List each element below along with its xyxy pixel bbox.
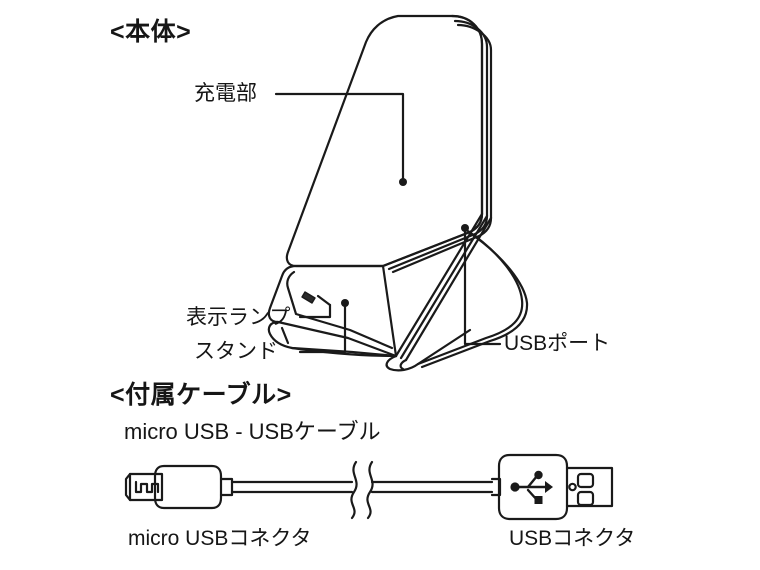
usb-trident-icon	[510, 470, 553, 504]
cable-break-symbol	[350, 460, 374, 520]
included-cable-heading: <付属ケーブル>	[110, 381, 292, 409]
callout-stand: スタンド	[194, 340, 278, 363]
charging-panel-edge	[381, 14, 493, 274]
charging-panel-front	[285, 14, 484, 268]
leader-stand	[298, 299, 349, 354]
callout-indicator-lamp: 表示ランプ	[186, 306, 291, 329]
usb-a-plug	[490, 453, 614, 521]
charging-panel-back-edge	[394, 212, 493, 362]
micro-usb-plug	[124, 464, 234, 510]
leader-indicator-lamp	[298, 294, 332, 319]
callout-charging-area: 充電部	[194, 82, 257, 105]
main-unit-heading: <本体>	[110, 18, 192, 46]
leader-charging-area	[274, 92, 407, 186]
cable-body	[230, 480, 494, 494]
label-micro-usb-connector: micro USBコネクタ	[128, 527, 312, 550]
indicator-lamp-shape	[301, 291, 316, 304]
callout-usb-port: USBポート	[504, 332, 611, 355]
cable-caption: micro USB - USBケーブル	[124, 419, 381, 444]
support-leg	[416, 227, 529, 369]
base-pivot-corner	[385, 328, 472, 372]
base-slab	[267, 264, 398, 358]
label-usb-connector: USBコネクタ	[509, 527, 636, 550]
leader-usb-port	[461, 224, 502, 346]
